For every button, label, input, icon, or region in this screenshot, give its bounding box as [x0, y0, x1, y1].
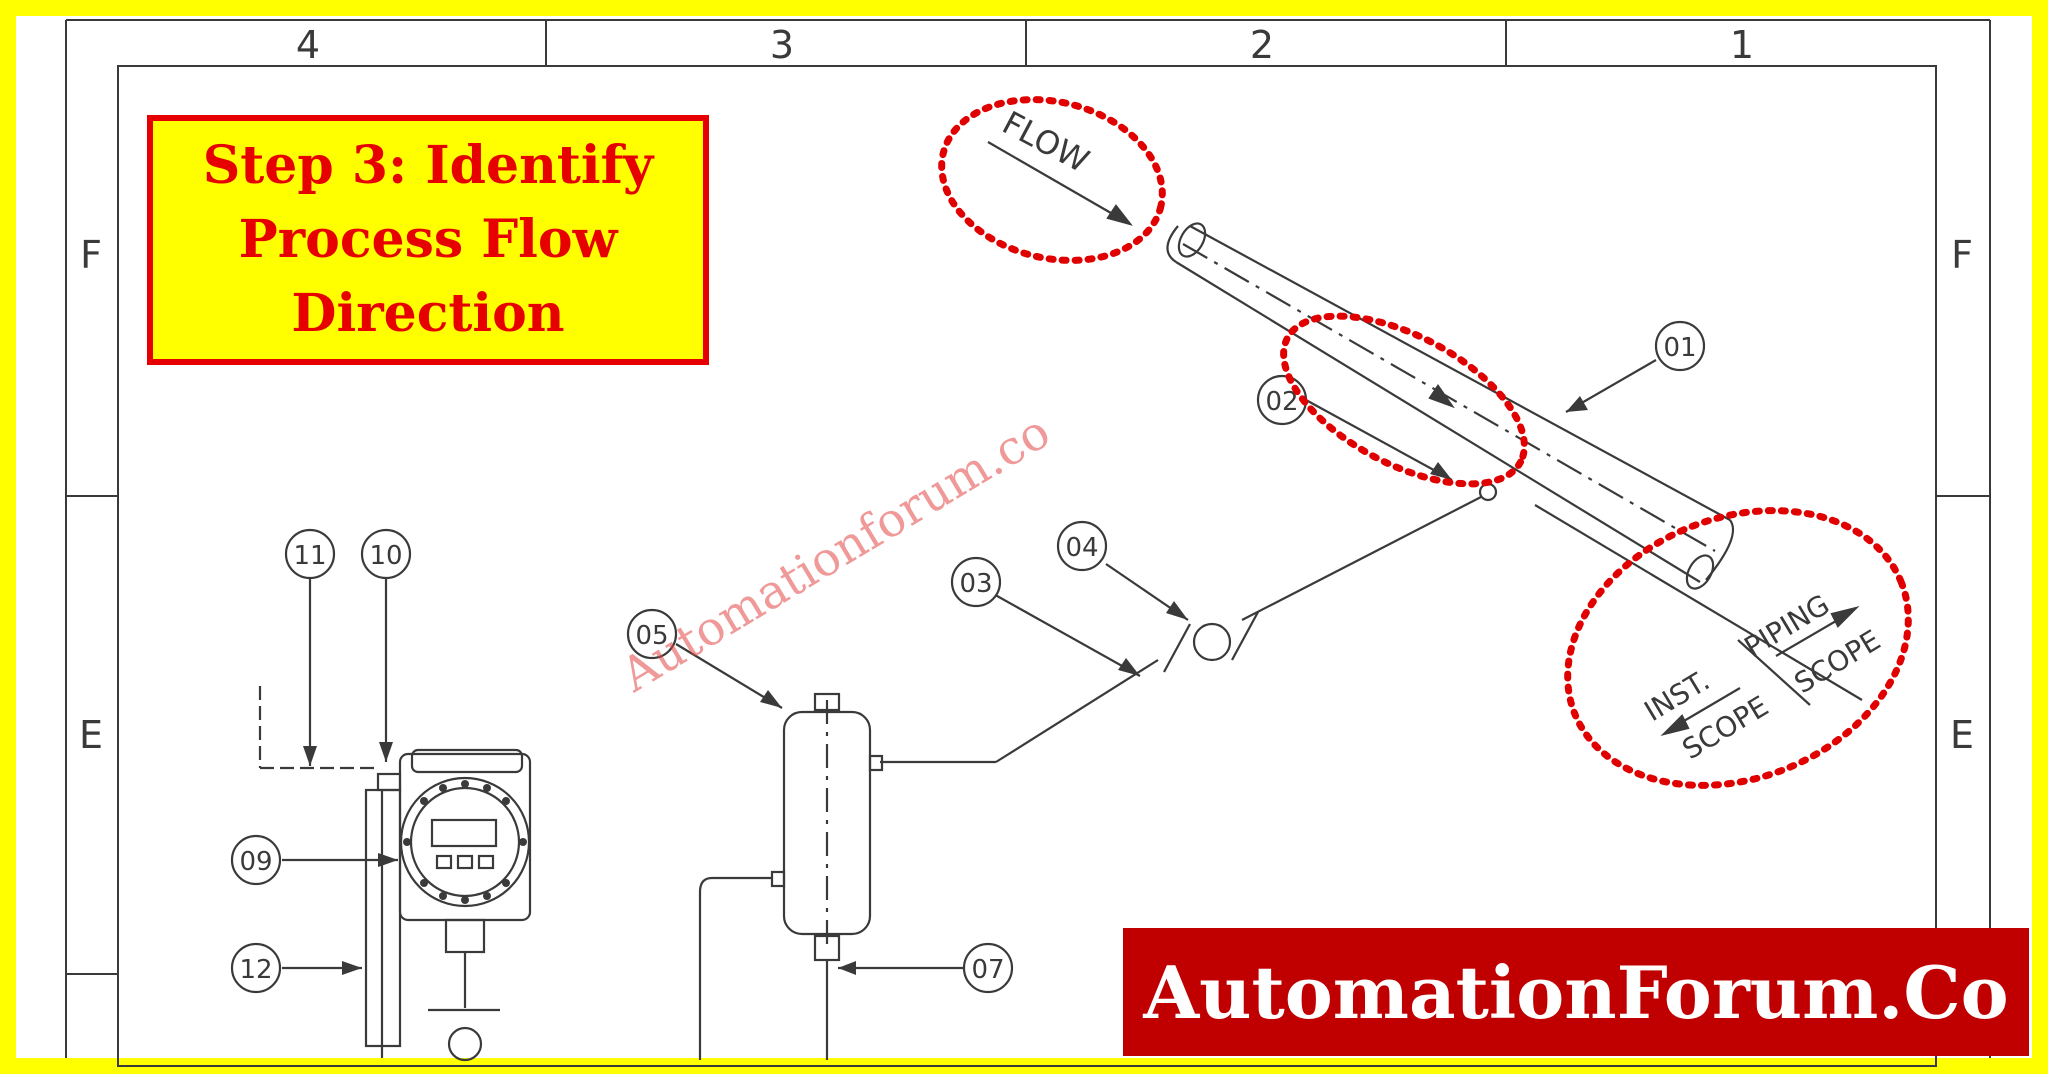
highlight-pipe-arrow [1280, 312, 1528, 488]
brand-banner-text: AutomationForum.Co [1143, 949, 2009, 1035]
balloon-label-07: 07 [971, 955, 1004, 985]
frame-labels: 4 3 2 1 F F E E [79, 23, 1974, 757]
balloon-03 [950, 556, 1002, 608]
highlight-ellipses [938, 96, 1912, 789]
balloon-label-12: 12 [239, 955, 272, 985]
balloon-labels: 01 02 03 04 05 07 09 10 11 12 [239, 333, 1696, 985]
brand-banner: AutomationForum.Co [1123, 928, 2029, 1056]
callout-line-1: Step 3: Identify [202, 135, 654, 196]
process-pipe [987, 141, 1735, 590]
column-label-4: 4 [296, 23, 320, 67]
callout-line-3: Direction [291, 283, 565, 344]
transmitter [258, 686, 532, 1062]
row-label-e-right: E [1950, 713, 1974, 757]
highlight-scope [1564, 507, 1912, 789]
balloon-09 [230, 834, 282, 886]
balloon-label-10: 10 [369, 541, 402, 571]
balloon-label-05: 05 [635, 621, 668, 651]
column-label-2: 2 [1250, 23, 1274, 67]
balloon-label-04: 04 [1065, 533, 1098, 563]
row-label-f-right: F [1951, 233, 1973, 277]
drawing-frame [65, 19, 1991, 1067]
row-label-e-left: E [79, 713, 103, 757]
drain-pot [698, 692, 884, 1060]
balloon-10 [360, 528, 412, 580]
callout-line-2: Process Flow [238, 209, 618, 270]
balloon-label-02: 02 [1265, 387, 1298, 417]
balloon-label-09: 09 [239, 847, 272, 877]
balloons [230, 320, 1706, 994]
balloon-11 [284, 528, 336, 580]
balloon-label-11: 11 [293, 541, 326, 571]
step-callout: Step 3: Identify Process Flow Direction [147, 115, 709, 365]
scope-arrows [1660, 605, 1860, 737]
transmitter-bolts [403, 780, 527, 904]
balloon-04 [1056, 520, 1108, 572]
column-label-1: 1 [1730, 23, 1754, 67]
balloon-01 [1654, 320, 1706, 372]
balloon-label-01: 01 [1663, 333, 1696, 363]
leader-arrowheads [303, 396, 1588, 975]
column-label-3: 3 [770, 23, 794, 67]
balloon-label-03: 03 [959, 569, 992, 599]
balloon-05 [626, 608, 678, 660]
balloon-12 [230, 942, 282, 994]
highlight-flow-label [938, 96, 1166, 264]
impulse-line [880, 482, 1863, 764]
balloon-07 [962, 942, 1014, 994]
row-label-f-left: F [80, 233, 102, 277]
